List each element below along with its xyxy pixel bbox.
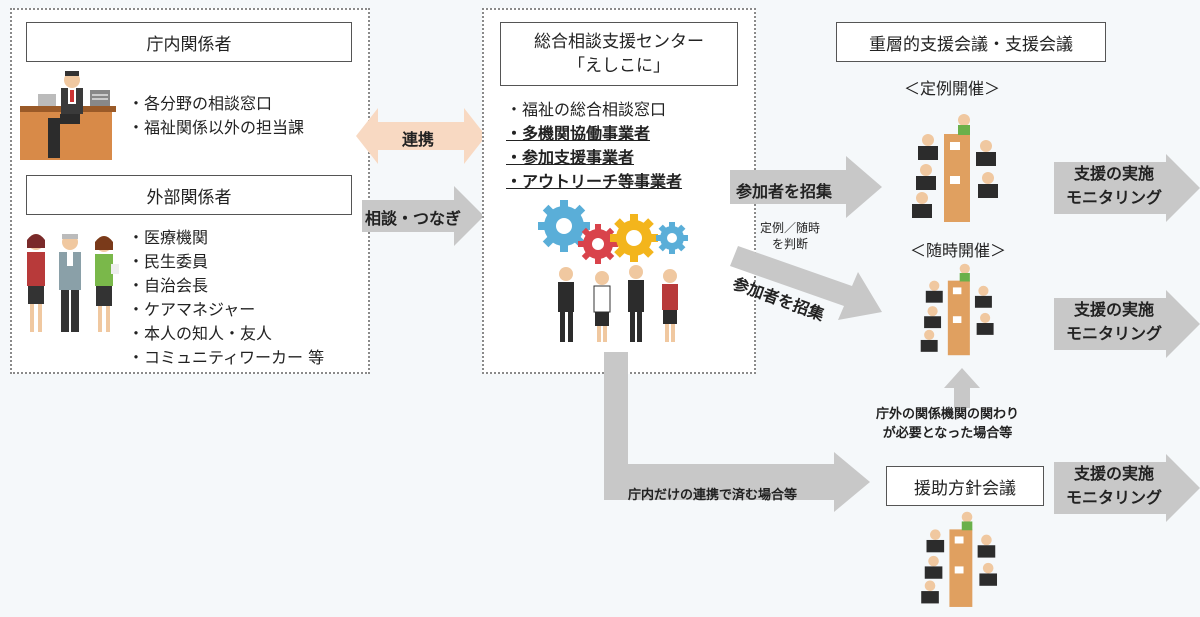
external-item: ・コミュニティワーカー 等 bbox=[128, 348, 325, 367]
center-item: ・福祉の総合相談窓口 bbox=[506, 100, 667, 119]
meeting-title: 重層的支援会議・支援会議 bbox=[869, 34, 1073, 55]
external-item: ・民生委員 bbox=[128, 252, 209, 271]
up-arrow bbox=[944, 368, 980, 408]
center-title-line1: 総合相談支援センター bbox=[534, 32, 704, 52]
center-title-line2: 「えしこに」 bbox=[568, 56, 670, 76]
meeting-illustration-zuiji bbox=[910, 262, 1006, 362]
shoshu-label-1: 参加者を招集 bbox=[736, 182, 833, 201]
support-arrow-1 bbox=[1054, 154, 1200, 222]
external-needed-line2: が必要となった場合等 bbox=[882, 426, 1013, 441]
support-text-2: 支援の実施 モニタリング bbox=[1066, 298, 1162, 346]
support-1-line2: モニタリング bbox=[1066, 188, 1163, 207]
support-3-line2: モニタリング bbox=[1066, 488, 1163, 507]
support-text-1: 支援の実施 モニタリング bbox=[1066, 162, 1162, 210]
external-item: ・医療機関 bbox=[128, 228, 209, 247]
internal-item: ・各分野の相談窓口 bbox=[128, 94, 273, 113]
external-item: ・本人の知人・友人 bbox=[128, 324, 273, 343]
external-people-illustration bbox=[22, 232, 122, 334]
external-needed-line1: 庁外の関係機関の関わり bbox=[876, 407, 1020, 422]
support-arrow-3 bbox=[1054, 454, 1200, 522]
meeting-illustration-teirei bbox=[906, 112, 1006, 230]
center-item-bold: ・アウトリーチ等事業者 bbox=[506, 172, 683, 191]
renkei-label: 連携 bbox=[402, 130, 435, 149]
support-2-line2: モニタリング bbox=[1066, 324, 1163, 343]
teirei-zuiji-note: 定例／随時 を判断 bbox=[760, 220, 820, 252]
chonai-label: 庁内だけの連携で済む場合等 bbox=[628, 488, 798, 503]
external-item: ・ケアマネジャー bbox=[128, 300, 256, 319]
support-arrow-2 bbox=[1054, 290, 1200, 358]
external-list: ・医療機関 ・民生委員 ・自治会長 ・ケアマネジャー ・本人の知人・友人 ・コミ… bbox=[128, 226, 324, 370]
external-item: ・自治会長 bbox=[128, 276, 209, 295]
enjo-title: 援助方針会議 bbox=[914, 478, 1016, 499]
support-1-line1: 支援の実施 bbox=[1074, 164, 1155, 183]
soudan-arrow bbox=[362, 186, 484, 246]
center-item-bold: ・多機関協働事業者 bbox=[506, 124, 651, 143]
office-worker-illustration bbox=[20, 68, 120, 160]
meeting-title-box: 重層的支援会議・支援会議 bbox=[836, 22, 1106, 62]
meeting-illustration-enjo bbox=[912, 510, 1008, 614]
internal-title: 庁内関係者 bbox=[146, 34, 232, 55]
shoshu-arrow-2 bbox=[730, 246, 882, 332]
teirei-label: ＜定例開催＞ bbox=[904, 79, 1001, 98]
center-title-box: 総合相談支援センター 「えしこに」 bbox=[500, 22, 738, 86]
center-item-bold: ・参加支援事業者 bbox=[506, 148, 635, 167]
internal-item: ・福祉関係以外の担当課 bbox=[128, 118, 305, 137]
support-3-line1: 支援の実施 bbox=[1074, 464, 1155, 483]
external-title: 外部関係者 bbox=[146, 187, 232, 208]
external-needed-note: 庁外の関係機関の関わり が必要となった場合等 bbox=[876, 405, 1019, 443]
gears-team-illustration bbox=[538, 196, 698, 346]
support-text-3: 支援の実施 モニタリング bbox=[1066, 462, 1162, 510]
internal-list: ・各分野の相談窓口 ・福祉関係以外の担当課 bbox=[128, 92, 304, 140]
center-list: ・福祉の総合相談窓口 ・多機関協働事業者 ・参加支援事業者 ・アウトリーチ等事業… bbox=[506, 98, 682, 194]
chonai-elbow-arrow bbox=[604, 352, 874, 516]
shoshu-arrow-1 bbox=[730, 156, 882, 218]
external-title-box: 外部関係者 bbox=[26, 175, 352, 215]
support-2-line1: 支援の実施 bbox=[1074, 300, 1155, 319]
soudan-label: 相談・つなぎ bbox=[365, 209, 462, 228]
renkei-double-arrow bbox=[356, 108, 486, 164]
teirei-note-line2: を判断 bbox=[772, 237, 809, 251]
teirei-note-line1: 定例／随時 bbox=[760, 221, 821, 235]
enjo-box: 援助方針会議 bbox=[886, 466, 1044, 506]
zuiji-label: ＜随時開催＞ bbox=[910, 241, 1007, 260]
internal-title-box: 庁内関係者 bbox=[26, 22, 352, 62]
